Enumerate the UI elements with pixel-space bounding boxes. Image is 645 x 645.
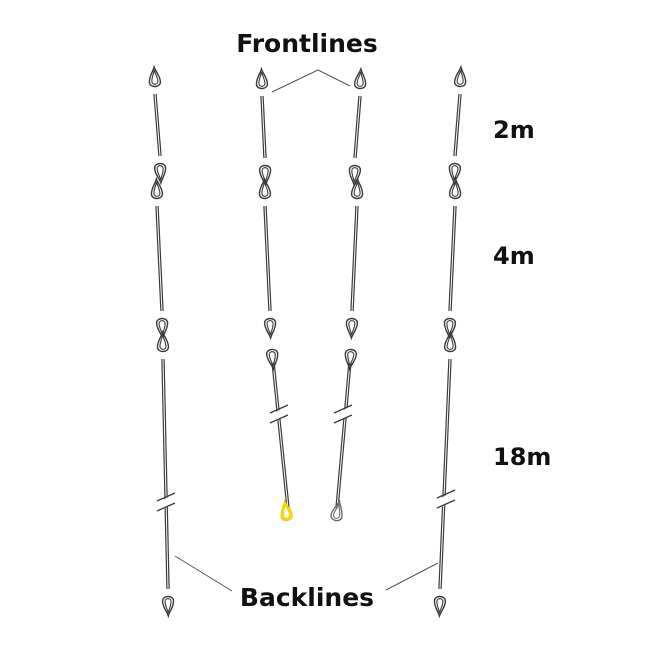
- line-18m-1-strand: [161, 358, 170, 590]
- line-2m-4: [448, 64, 467, 186]
- line-4m-2: [258, 176, 277, 341]
- line-4m-1-bottom-loop: [155, 317, 169, 341]
- line-2m-3: [348, 66, 367, 188]
- line-18m-3-top-loop: [344, 348, 358, 372]
- line-18m-2: [265, 348, 293, 522]
- line-18m-3-break: [330, 404, 356, 425]
- line-2m-1-bottom-loop: [153, 162, 167, 186]
- line-18m-4-bottom-loop: [433, 595, 447, 619]
- line-2m-3-strand: [353, 95, 362, 159]
- line-18m-2-bottom-loop: [280, 498, 293, 522]
- backlines-leaders: [174, 555, 439, 592]
- frontlines-leaders: [271, 69, 351, 93]
- length-label-4m: 4m: [493, 242, 535, 270]
- line-4m-3: [345, 176, 364, 341]
- frontlines-leader-left: [271, 69, 319, 93]
- line-18m-3-bottom-loop: [330, 498, 343, 522]
- line-18m-1-break: [153, 492, 179, 513]
- line-4m-2-strand: [263, 205, 272, 312]
- line-2m-4-strand: [453, 93, 462, 157]
- line-4m-4-top-loop: [448, 176, 462, 200]
- line-2m-3-top-loop: [353, 66, 367, 90]
- line-4m-3-strand: [350, 205, 359, 312]
- line-18m-4: [433, 329, 457, 619]
- line-2m-1: [148, 64, 167, 186]
- line-2m-2: [255, 66, 272, 188]
- line-row-4m: [150, 176, 462, 341]
- line-18m-4-break: [433, 489, 459, 510]
- line-18m-1-top-loop: [156, 329, 170, 353]
- line-4m-4-bottom-loop: [443, 317, 457, 341]
- line-4m-3-bottom-loop: [345, 317, 359, 341]
- line-4m-1: [150, 176, 169, 341]
- frontlines-label: Frontlines: [236, 29, 378, 58]
- line-2m-1-top-loop: [148, 64, 162, 88]
- line-4m-1-strand: [155, 205, 164, 312]
- line-4m-2-bottom-loop: [263, 317, 277, 341]
- line-18m-1: [156, 329, 175, 619]
- length-label-18m: 18m: [493, 443, 551, 471]
- line-row-18m: [153, 329, 459, 619]
- line-4m-1-top-loop: [150, 176, 164, 200]
- line-18m-3: [330, 348, 358, 522]
- line-18m-2-strand: [271, 361, 290, 509]
- line-2m-2-strand: [260, 95, 267, 159]
- line-18m-2-break: [266, 404, 292, 425]
- length-label-2m: 2m: [493, 116, 535, 144]
- line-18m-1-bottom-loop: [161, 595, 175, 619]
- line-4m-4-strand: [448, 205, 457, 312]
- line-2m-1-strand: [153, 93, 162, 157]
- line-18m-2-top-loop: [265, 348, 279, 372]
- line-2m-2-bottom-loop: [258, 164, 272, 188]
- backlines-leader-left: [174, 555, 233, 592]
- line-4m-4: [443, 176, 462, 341]
- line-4m-2-top-loop: [258, 176, 272, 200]
- line-4m-3-top-loop: [350, 176, 364, 200]
- line-row-2m: [148, 64, 467, 188]
- line-18m-3-strand: [335, 361, 352, 509]
- backlines-leader-right: [385, 562, 439, 591]
- frontlines-leader-right: [317, 69, 351, 87]
- backlines-label: Backlines: [240, 583, 374, 612]
- line-2m-4-top-loop: [453, 64, 467, 88]
- line-18m-4-strand: [438, 358, 452, 590]
- line-2m-2-top-loop: [255, 66, 269, 90]
- line-2m-4-bottom-loop: [448, 162, 462, 186]
- line-18m-4-top-loop: [443, 329, 457, 353]
